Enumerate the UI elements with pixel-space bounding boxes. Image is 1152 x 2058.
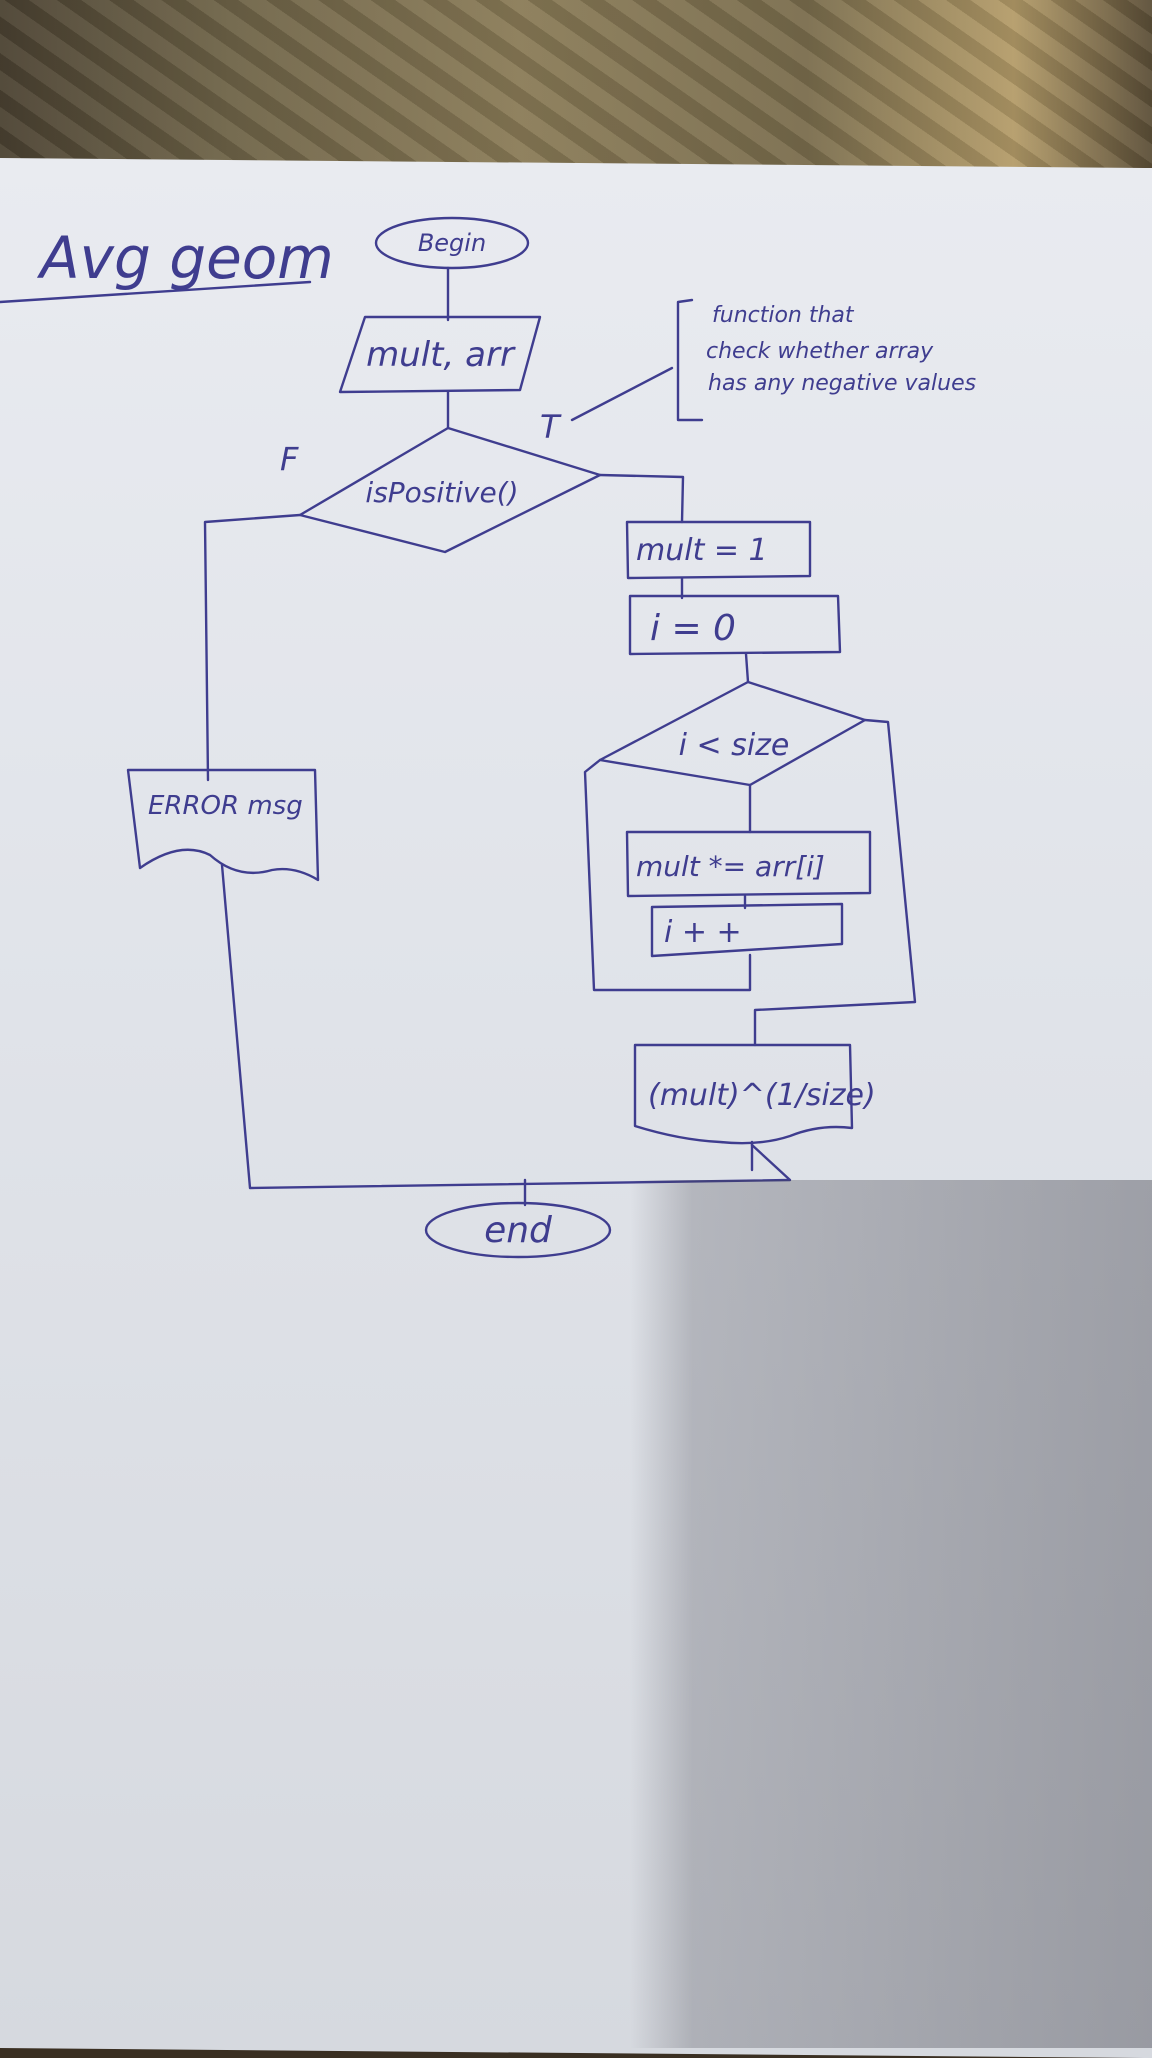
background-wall: [0, 0, 1152, 180]
output-label: (mult)^(1/size): [648, 1078, 876, 1113]
end-label: end: [484, 1210, 553, 1251]
note-line-3: has any negative values: [708, 371, 976, 396]
input-parallelogram: [338, 315, 542, 394]
init-mult-label: mult = 1: [636, 533, 768, 568]
output-box: [633, 1043, 854, 1145]
init-i-box: [628, 594, 842, 656]
loop-back-edge: [583, 758, 752, 992]
decision-label: isPositive(): [365, 476, 518, 509]
note-bracket: [676, 298, 704, 422]
note-line-2: check whether array: [706, 339, 934, 364]
increment-box: [650, 902, 844, 958]
note-line-1: function that: [712, 303, 855, 328]
false-return-line: [220, 863, 792, 1190]
decision-diamond: [298, 426, 602, 554]
note-pointer: [570, 366, 674, 422]
connector: [744, 652, 750, 684]
true-label: T: [540, 408, 562, 446]
increment-label: i + +: [664, 915, 742, 950]
begin-label: Begin: [418, 229, 486, 257]
true-branch-line: [598, 473, 685, 524]
loop-exit-edge: [753, 718, 917, 1047]
loop-body-box: [625, 830, 872, 898]
init-mult-box: [625, 520, 812, 580]
loop-label: i < size: [679, 728, 790, 763]
begin-terminal: [374, 216, 530, 270]
loop-body-label: mult *= arr[i]: [636, 850, 825, 883]
error-label: ERROR msg: [148, 791, 303, 821]
false-label: F: [280, 440, 299, 478]
error-output-box: [126, 768, 320, 882]
init-i-label: i = 0: [650, 608, 736, 649]
title: Avg geom: [36, 224, 334, 292]
end-terminal: [424, 1201, 612, 1259]
title-underline: [0, 280, 312, 304]
false-branch-line: [203, 513, 302, 782]
input-label: mult, arr: [366, 335, 516, 375]
